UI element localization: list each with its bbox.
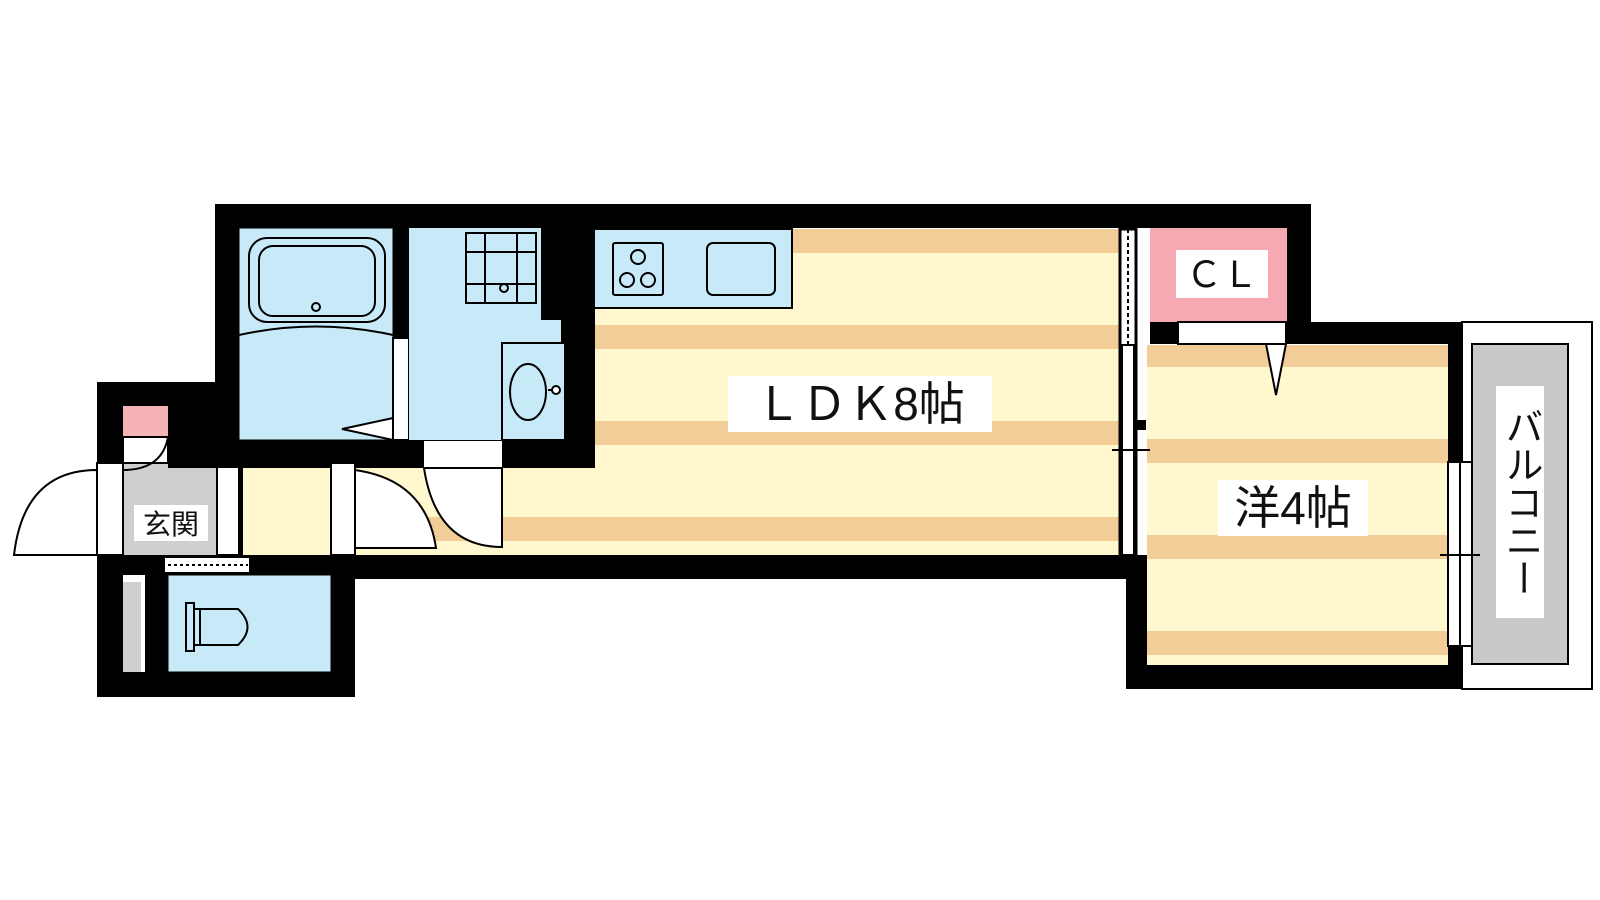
- shoe-box-door[interactable]: [122, 436, 169, 464]
- entrance-label-bg: [134, 505, 208, 541]
- closet-label-bg: [1176, 250, 1268, 298]
- closet-door[interactable]: [1177, 321, 1287, 345]
- sink-icon: [706, 242, 776, 296]
- bathroom-door[interactable]: [392, 337, 410, 441]
- washbasin-icon: [501, 342, 566, 441]
- washroom-door[interactable]: [422, 467, 503, 549]
- hall-door-frame: [330, 462, 356, 556]
- closet-door-swing: [1264, 343, 1288, 396]
- closet-corner-post: [1150, 322, 1178, 344]
- closet-label: ＣＬ: [1186, 254, 1258, 295]
- entrance-step: [216, 462, 240, 556]
- kitchen-counter: [593, 228, 793, 309]
- washroom-door-opening: [424, 441, 502, 467]
- western-label: 洋4帖: [1234, 482, 1352, 534]
- bathroom: [238, 227, 394, 441]
- entrance-label: 玄関: [143, 509, 199, 540]
- bathtub-icon: [238, 237, 394, 336]
- entrance-door[interactable]: [12, 468, 98, 556]
- balcony-label-bg: [1496, 386, 1544, 618]
- shoe-box: [123, 406, 168, 437]
- washing-machine-icon: [465, 232, 537, 304]
- toilet-room: [167, 574, 332, 673]
- stove-icon: [612, 242, 664, 296]
- balcony-label: バルコニー: [1499, 407, 1541, 597]
- hall-door[interactable]: [354, 468, 438, 549]
- toilet-shelf: [123, 582, 141, 672]
- western-label-bg: [1218, 480, 1368, 536]
- ldk-label-bg: [728, 376, 992, 432]
- bathroom-door-swing: [341, 416, 394, 442]
- ldk-label: ＬＤＫ8帖: [755, 378, 965, 430]
- toilet-icon: [185, 602, 249, 652]
